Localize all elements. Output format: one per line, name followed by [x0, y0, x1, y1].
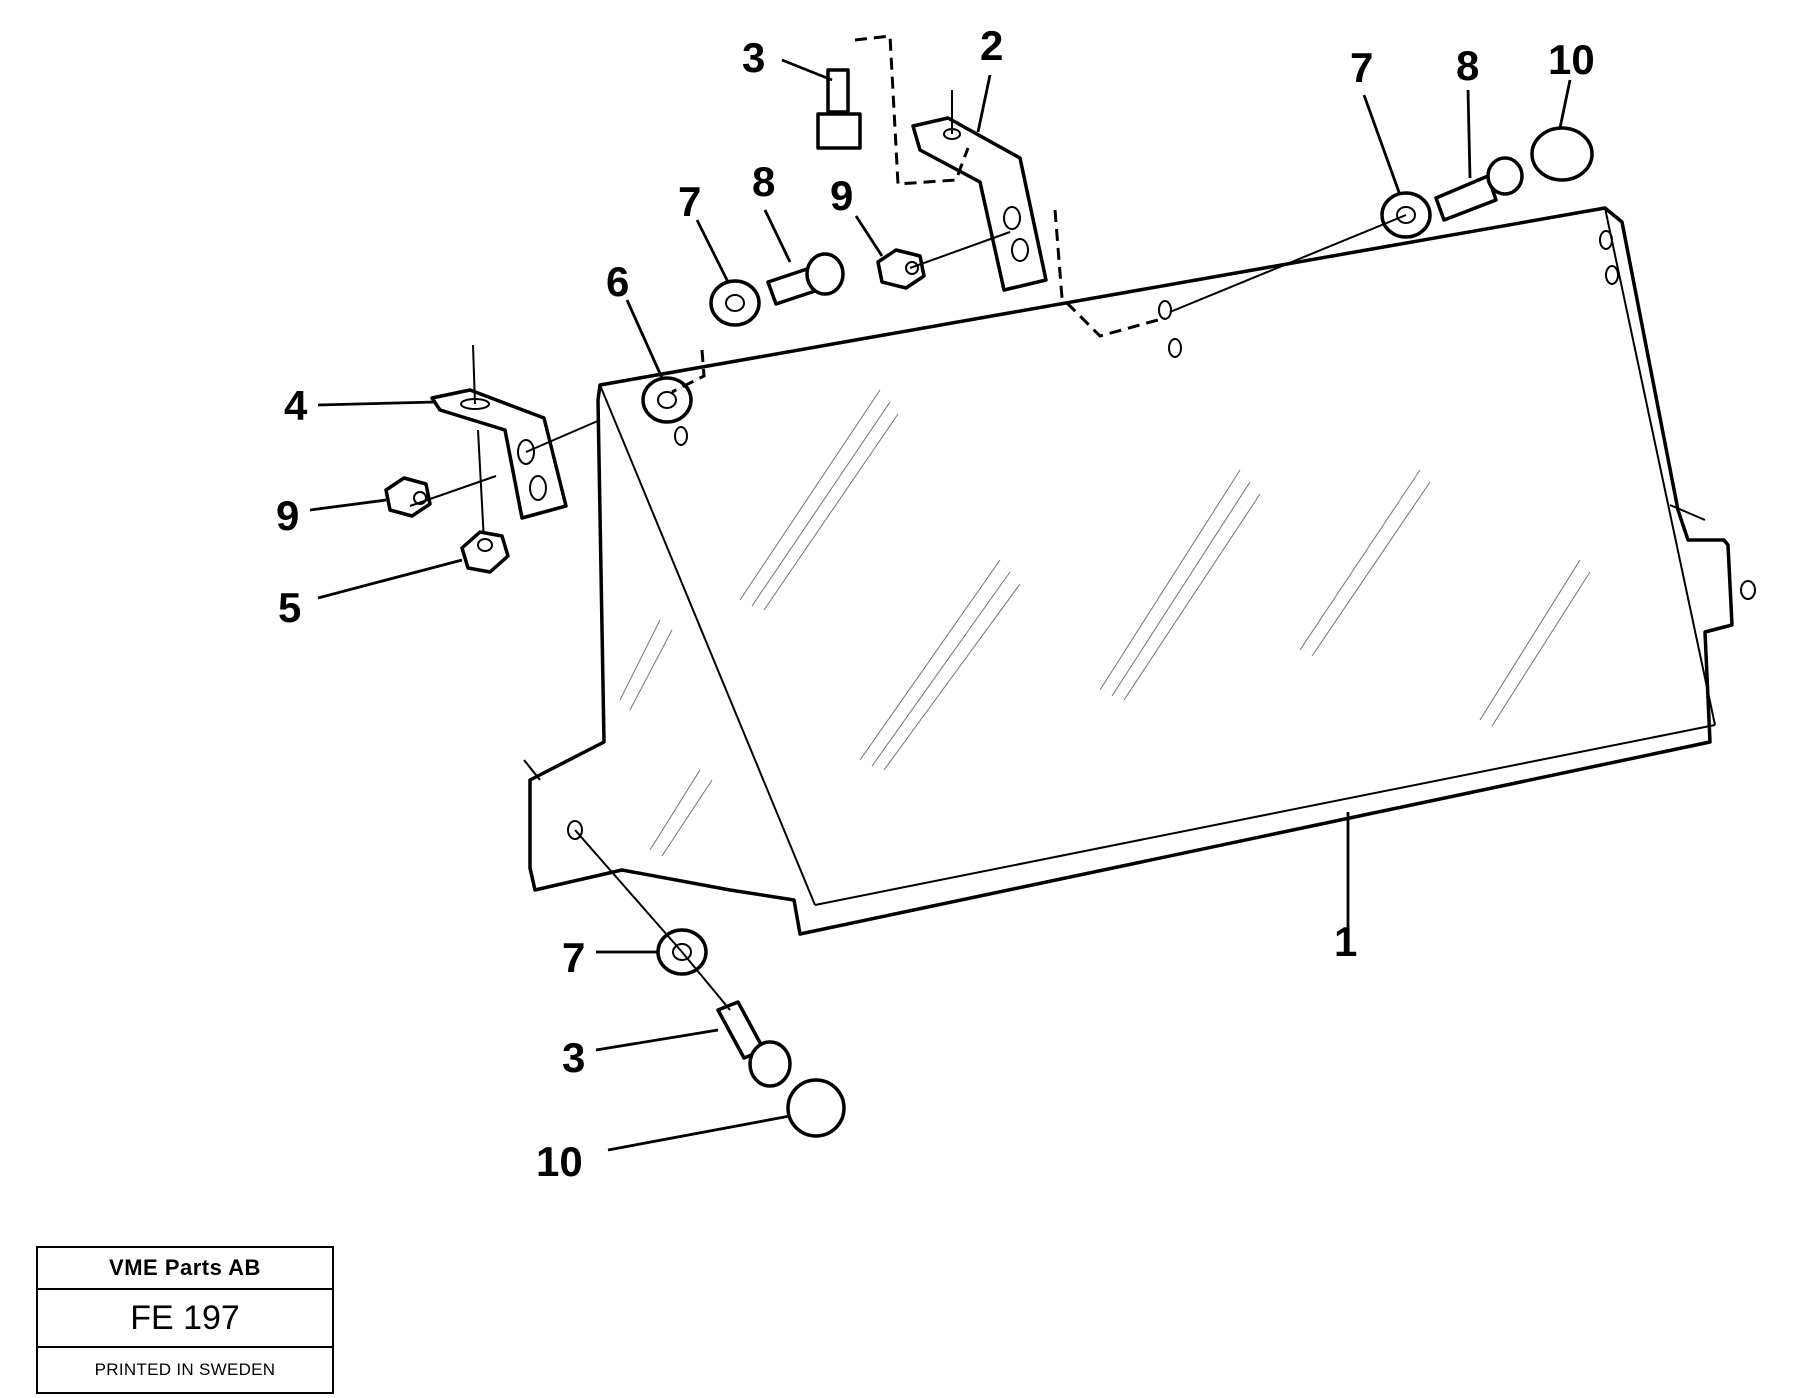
callout-6: 6: [606, 258, 629, 305]
callout-5: 5: [278, 584, 301, 631]
nut-left: [384, 476, 432, 518]
bolt-right: [1434, 156, 1524, 222]
cover-panel: [523, 206, 1756, 936]
callout-8-right: 8: [1456, 42, 1479, 89]
cap-top: [1530, 126, 1594, 182]
callout-labels: 1 2 3 3 4 5 6 7 7 7 8 8 9 9 10 10: [276, 22, 1595, 1185]
leader-lines: [309, 58, 1572, 1152]
glass-reflection-hatch: [619, 389, 1591, 857]
bolt-bottom: [716, 1000, 792, 1088]
washer-left: [709, 279, 761, 327]
nut-mid: [876, 248, 926, 290]
callout-10-top: 10: [1548, 36, 1595, 83]
callout-8-left: 8: [752, 158, 775, 205]
callout-1: 1: [1334, 918, 1357, 965]
assembly-dash-lines: [671, 34, 1166, 394]
cap-bottom: [786, 1078, 846, 1138]
callout-9-left: 9: [276, 492, 299, 539]
left-bracket: [430, 344, 568, 561]
callout-3-bottom: 3: [562, 1034, 585, 1081]
upper-bracket: [911, 90, 1048, 292]
callout-7-left: 7: [678, 178, 701, 225]
bolt-left: [766, 252, 845, 306]
callout-2: 2: [980, 22, 1003, 69]
printed-note: PRINTED IN SWEDEN: [94, 1360, 276, 1379]
callout-7-bottom: 7: [562, 934, 585, 981]
company-name: VME Parts AB: [38, 1248, 332, 1290]
callout-3-top: 3: [742, 34, 765, 81]
lock-nut: [460, 530, 510, 574]
assembly-axes: [409, 214, 1407, 1011]
title-block: VME Parts AB FE 197 PRINTED IN SWEDEN: [36, 1246, 334, 1394]
bolt-top: [816, 68, 862, 150]
drawing-code: FE 197: [38, 1290, 332, 1348]
spacer-bushing: [641, 376, 693, 424]
callout-9-mid: 9: [830, 172, 853, 219]
callout-10-bottom: 10: [536, 1138, 583, 1185]
callout-4: 4: [284, 382, 308, 429]
callout-7-right: 7: [1350, 44, 1373, 91]
